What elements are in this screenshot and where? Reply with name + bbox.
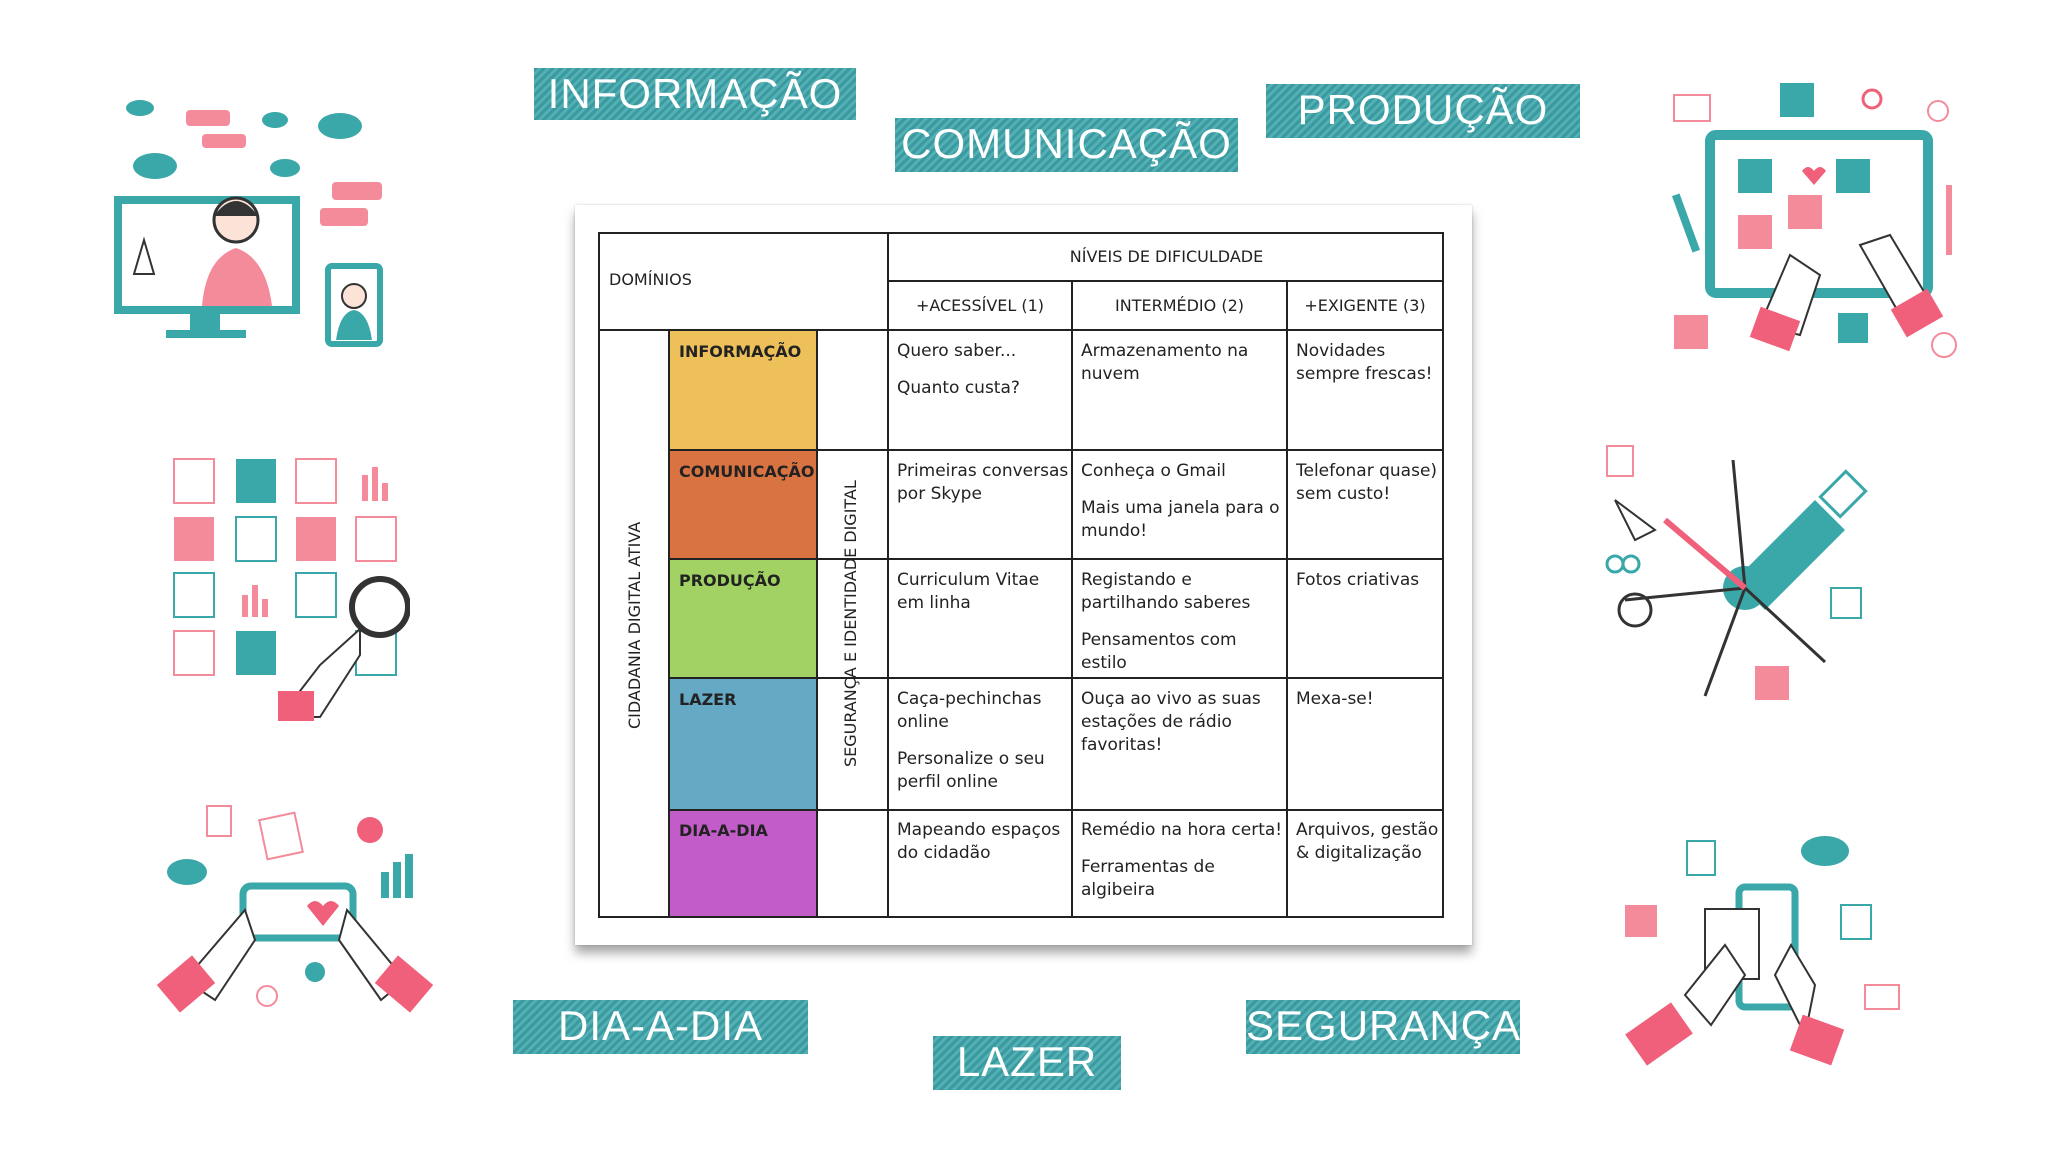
domain-comunicacao: COMUNICAÇÃO <box>679 462 815 481</box>
cell-informacao-3: Novidades sempre frescas! <box>1296 341 1433 384</box>
cell-dia-a-dia-1: Mapeando espaços do cidadão <box>897 820 1061 863</box>
domain-dia-a-dia: DIA-A-DIA <box>679 821 768 840</box>
domain-color-comunicacao <box>669 450 817 559</box>
computer-chat-illustration <box>114 100 383 347</box>
cell-comunicacao-2a: Conheça o Gmail <box>1081 461 1226 481</box>
cell-lazer-1b: Personalize o seu perfil online <box>897 749 1045 792</box>
cell-producao-1: Curriculum Vitae em linha <box>897 570 1040 613</box>
table-paper: DOMÍNIOS NÍVEIS DE DIFICULDADE +ACESSÍVE… <box>575 205 1472 945</box>
usb-tools-illustration <box>1605 445 1868 700</box>
cell-producao-2a: Registando e partilhando saberes <box>1081 570 1251 613</box>
domain-color-lazer <box>669 678 817 810</box>
header-level-2: INTERMÉDIO (2) <box>1115 296 1244 315</box>
cell-informacao-1b: Quanto custa? <box>897 378 1020 398</box>
domain-color-informacao <box>669 330 817 450</box>
label-informacao: INFORMAÇÃO <box>534 68 856 120</box>
domain-lazer: LAZER <box>679 690 737 709</box>
cell-dia-a-dia-2a: Remédio na hora certa! <box>1081 820 1283 840</box>
domain-color-dia-a-dia <box>669 810 817 917</box>
smartphone-hands-illustration <box>156 805 434 1013</box>
cell-producao-2b: Pensamentos com estilo <box>1081 630 1237 673</box>
label-dia-a-dia: DIA-A-DIA <box>513 1000 808 1054</box>
header-level-3: +EXIGENTE (3) <box>1304 296 1426 315</box>
header-niveis: NÍVEIS DE DIFICULDADE <box>1069 247 1264 266</box>
domain-informacao: INFORMAÇÃO <box>679 342 802 361</box>
domain-producao: PRODUÇÃO <box>679 571 781 590</box>
cell-dia-a-dia-3: Arquivos, gestão & digitalização <box>1296 820 1439 863</box>
cell-informacao-1a: Quero saber... <box>897 341 1017 361</box>
label-seguranca: SEGURANÇA <box>1246 1000 1520 1054</box>
cell-lazer-1a: Caça-pechinchas online <box>897 689 1042 732</box>
documents-magnifier-illustration <box>173 458 410 721</box>
phone-document-illustration <box>1625 836 1900 1066</box>
cell-lazer-3: Mexa-se! <box>1296 689 1374 709</box>
cell-comunicacao-2b: Mais uma janela para o mundo! <box>1081 498 1280 541</box>
cell-informacao-2: Armazenamento na nuvem <box>1081 341 1249 384</box>
tablet-photos-illustration <box>1671 83 1957 358</box>
label-lazer: LAZER <box>933 1036 1121 1090</box>
header-level-1: +ACESSÍVEL (1) <box>915 296 1045 315</box>
label-comunicacao: COMUNICAÇÃO <box>895 118 1238 172</box>
cell-comunicacao-1: Primeiras conversas por Skype <box>897 461 1069 504</box>
vertical-cidadania: CIDADANIA DIGITAL ATIVA <box>625 521 644 729</box>
cell-lazer-2: Ouça ao vivo as suas estações de rádio f… <box>1081 689 1261 755</box>
cell-comunicacao-3: Telefonar quase) sem custo! <box>1296 461 1438 504</box>
header-dominios: DOMÍNIOS <box>609 270 692 289</box>
vertical-seguranca: SEGURANÇA E IDENTIDADE DIGITAL <box>841 480 860 767</box>
cell-dia-a-dia-2b: Ferramentas de algibeira <box>1081 857 1215 900</box>
cell-producao-3: Fotos criativas <box>1296 570 1420 590</box>
label-producao: PRODUÇÃO <box>1266 84 1580 138</box>
domain-color-producao <box>669 559 817 678</box>
